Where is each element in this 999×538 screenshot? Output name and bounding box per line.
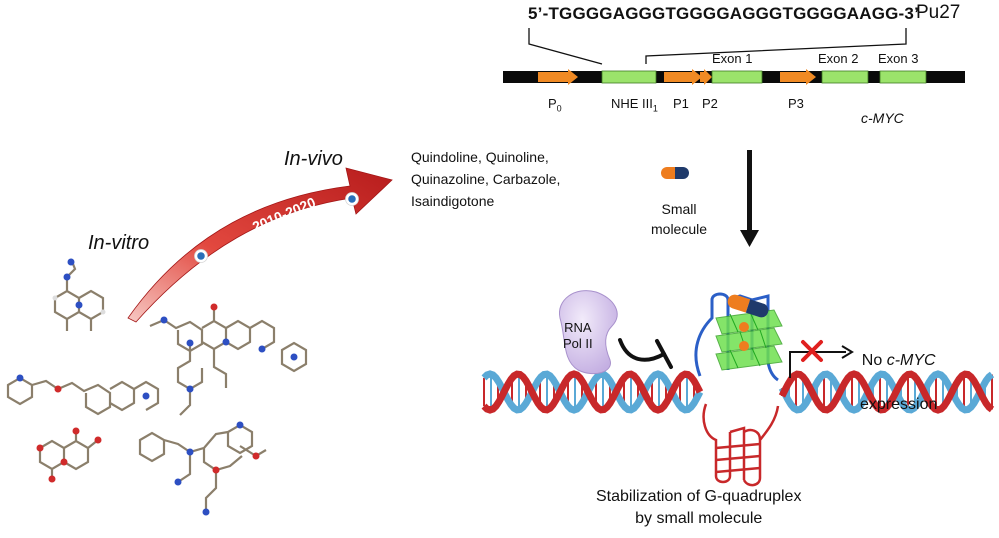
label-exon3: Exon 3 bbox=[878, 51, 919, 66]
block-x-icon bbox=[801, 340, 823, 362]
exon2-box bbox=[821, 70, 869, 84]
timeline-dot-2 bbox=[345, 192, 359, 206]
molecule-5 bbox=[138, 421, 267, 516]
label-in-vivo: In-vivo bbox=[284, 148, 343, 170]
dna-strand bbox=[481, 370, 704, 414]
down-arrow bbox=[740, 150, 759, 247]
small-molecule-label: Small molecule bbox=[651, 201, 708, 237]
sequence-name: Pu27 bbox=[916, 2, 961, 23]
nhe-box bbox=[601, 70, 657, 84]
exon3-box bbox=[879, 70, 927, 84]
timeline-dot-1 bbox=[194, 249, 208, 263]
dna-helix bbox=[481, 370, 995, 414]
compound-classes: Quindoline, Quinoline, Quinazoline, Carb… bbox=[411, 149, 561, 209]
promoter-arrow-p0 bbox=[538, 69, 578, 85]
promoter-arrow-p1 bbox=[664, 69, 702, 85]
promoter-arrow-p2 bbox=[700, 69, 712, 85]
label-gene: c-MYC bbox=[861, 110, 904, 126]
ligand-sphere-1 bbox=[739, 322, 749, 332]
label-p2: P2 bbox=[702, 96, 718, 111]
molecule-4 bbox=[36, 427, 102, 483]
exon1-box bbox=[711, 70, 763, 84]
dna-strand bbox=[778, 370, 995, 414]
molecule-2 bbox=[149, 303, 308, 416]
gene-map bbox=[503, 69, 965, 85]
label-exon1: Exon 1 bbox=[712, 51, 753, 66]
rna-pol-label: RNA Pol II bbox=[563, 320, 593, 351]
label-in-vitro: In-vitro bbox=[88, 232, 150, 254]
dna-strand bbox=[481, 370, 704, 414]
label-exon2: Exon 2 bbox=[818, 51, 859, 66]
capsule-icon bbox=[661, 167, 689, 179]
ligand-sphere-2 bbox=[739, 341, 749, 351]
blocked-transcription-arrow bbox=[789, 340, 854, 378]
sequence-bracket bbox=[528, 28, 907, 65]
label-p3: P3 bbox=[788, 96, 804, 111]
molecule-1 bbox=[52, 258, 106, 331]
molecule-structures-illustration bbox=[6, 258, 308, 516]
caption: Stabilization of G-quadruplex by small m… bbox=[596, 488, 802, 527]
inhibition-symbol bbox=[618, 338, 673, 369]
g-quadruplex-sequence: 5’-TGGGGAGGGTGGGGAGGGTGGGGAAGG-3’ bbox=[528, 4, 920, 23]
g-quadruplex-top bbox=[694, 292, 783, 382]
no-expression-label: No c-MYC expression bbox=[860, 352, 938, 413]
promoter-arrow-p3 bbox=[780, 69, 816, 85]
label-p1: P1 bbox=[673, 96, 689, 111]
bound-capsule-icon bbox=[727, 294, 769, 318]
rna-pol-blob bbox=[559, 290, 618, 375]
molecule-3 bbox=[6, 374, 160, 416]
dna-strand bbox=[778, 370, 995, 414]
label-p0: P0 bbox=[548, 96, 562, 114]
label-nhe: NHE III1 bbox=[611, 96, 658, 114]
timeline-arrow: 2010-2020 bbox=[127, 167, 393, 323]
g-quadruplex-bottom bbox=[702, 403, 780, 487]
